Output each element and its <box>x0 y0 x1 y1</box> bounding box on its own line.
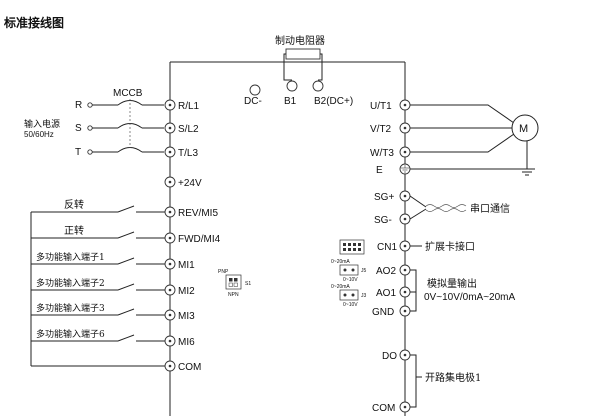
mi1-switch[interactable] <box>31 257 165 265</box>
j3-pin-b <box>351 293 355 297</box>
npn-label: NPN <box>228 292 239 298</box>
phase-s-line <box>87 123 164 131</box>
brake-resistor-symbol <box>285 48 321 60</box>
j3-ma-range: 0~20mA <box>331 284 350 290</box>
mi1-label: MI1 <box>178 260 195 271</box>
input-freq-label: 50/60Hz <box>24 130 54 139</box>
analog-range-label: 0V~10V/0mA~20mA <box>424 292 515 303</box>
s1-pin-2 <box>234 278 238 282</box>
mi3-label: MI3 <box>178 311 195 322</box>
brake-resistor-wire-left <box>283 53 292 81</box>
phase-t-line <box>87 147 164 155</box>
brake-resistor-wire-right <box>318 53 323 81</box>
reverse-label: 反转 <box>64 198 84 211</box>
twisted-pair-icon <box>409 195 467 220</box>
mi2-label: MI2 <box>178 286 195 297</box>
earth-symbol-icon <box>401 165 409 173</box>
j3-jumper-icon[interactable] <box>339 289 359 301</box>
mi6-desc-label: 多功能输入端子6 <box>36 328 105 340</box>
s1-switch[interactable] <box>225 274 242 290</box>
gnd-label: GND <box>372 307 394 318</box>
j3-v-range: 0~10V <box>343 302 358 308</box>
com-label: COM <box>178 362 201 373</box>
ao1-label: AO1 <box>376 288 396 299</box>
mi2-switch[interactable] <box>31 283 165 291</box>
motor-wire-u <box>410 104 515 124</box>
expansion-label: 扩展卡接口 <box>425 240 475 253</box>
fwd-mi4-label: FWD/MI4 <box>178 234 221 245</box>
mi3-switch[interactable] <box>31 308 165 316</box>
rev-mi5-label: REV/MI5 <box>178 208 218 219</box>
com2-label: COM <box>372 403 395 414</box>
s1-pin-3 <box>228 282 233 287</box>
brake-resistor-label: 制动电阻器 <box>275 34 325 47</box>
motor-wire-w <box>410 133 515 153</box>
open-collector-bracket <box>410 354 417 408</box>
rev-switch[interactable] <box>31 205 165 213</box>
ao2-label: AO2 <box>376 266 396 277</box>
diagram-title: 标准接线图 <box>3 15 64 30</box>
vt2-label: V/T2 <box>370 124 392 135</box>
cn1-connector-icon <box>339 239 365 255</box>
j5-pin-b <box>351 268 355 272</box>
b1-terminal[interactable] <box>286 80 298 92</box>
motor-symbol-icon <box>511 114 539 142</box>
pnp-label: PNP <box>218 269 229 275</box>
analog-output-label: 模拟量输出 <box>427 277 477 290</box>
tl3-label: T/L3 <box>178 148 198 159</box>
right-terminal-dots <box>403 103 407 409</box>
b2-terminal[interactable] <box>312 80 324 92</box>
b1-label: B1 <box>284 96 297 107</box>
plus24v-label: +24V <box>178 178 202 189</box>
phase-r-label: R <box>75 100 82 111</box>
mi6-switch[interactable] <box>31 334 165 342</box>
j5-ma-range: 0~20mA <box>331 259 350 265</box>
s1-pin-4 <box>233 282 238 287</box>
sg-minus-label: SG- <box>374 215 392 226</box>
motor-ground-icon <box>519 141 535 176</box>
phase-r-line <box>87 100 164 108</box>
mi3-desc-label: 多功能输入端子3 <box>36 302 105 314</box>
earth-label: E <box>376 165 383 176</box>
serial-comm-label: 串口通信 <box>470 203 510 215</box>
motor-label: M <box>519 123 528 135</box>
ut1-label: U/T1 <box>370 101 392 112</box>
phase-t-label: T <box>75 147 81 158</box>
j5-v-range: 0~10V <box>343 277 358 283</box>
rl1-label: R/L1 <box>178 101 200 112</box>
j5-label: J5 <box>361 268 367 274</box>
wt3-label: W/T3 <box>370 148 394 159</box>
s1-label: S1 <box>245 281 251 287</box>
analog-output-bracket <box>410 269 417 312</box>
forward-label: 正转 <box>64 224 84 237</box>
left-terminal-dots <box>168 103 172 368</box>
do-label: DO <box>382 351 397 362</box>
input-power-label: 输入电源 <box>24 118 60 130</box>
cn1-pins <box>343 243 361 251</box>
phase-s-label: S <box>75 123 82 134</box>
j5-pin-a <box>343 268 347 272</box>
mi1-desc-label: 多功能输入端子1 <box>36 251 105 263</box>
dc-minus-label: DC- <box>244 96 262 107</box>
j3-pin-a <box>343 293 347 297</box>
dc-minus-terminal[interactable] <box>249 84 261 96</box>
s1-pin-1 <box>229 278 233 282</box>
open-collector-label: 开路集电极1 <box>425 371 481 384</box>
j5-jumper-icon[interactable] <box>339 264 359 276</box>
sg-plus-label: SG+ <box>374 192 394 203</box>
mi2-desc-label: 多功能输入端子2 <box>36 277 105 289</box>
mccb-label: MCCB <box>113 88 143 99</box>
mi6-label: MI6 <box>178 337 195 348</box>
j3-label: J3 <box>361 293 367 299</box>
sl2-label: S/L2 <box>178 124 199 135</box>
fwd-switch[interactable] <box>31 231 165 239</box>
cn1-label: CN1 <box>377 242 397 253</box>
b2-label: B2(DC+) <box>314 96 353 107</box>
